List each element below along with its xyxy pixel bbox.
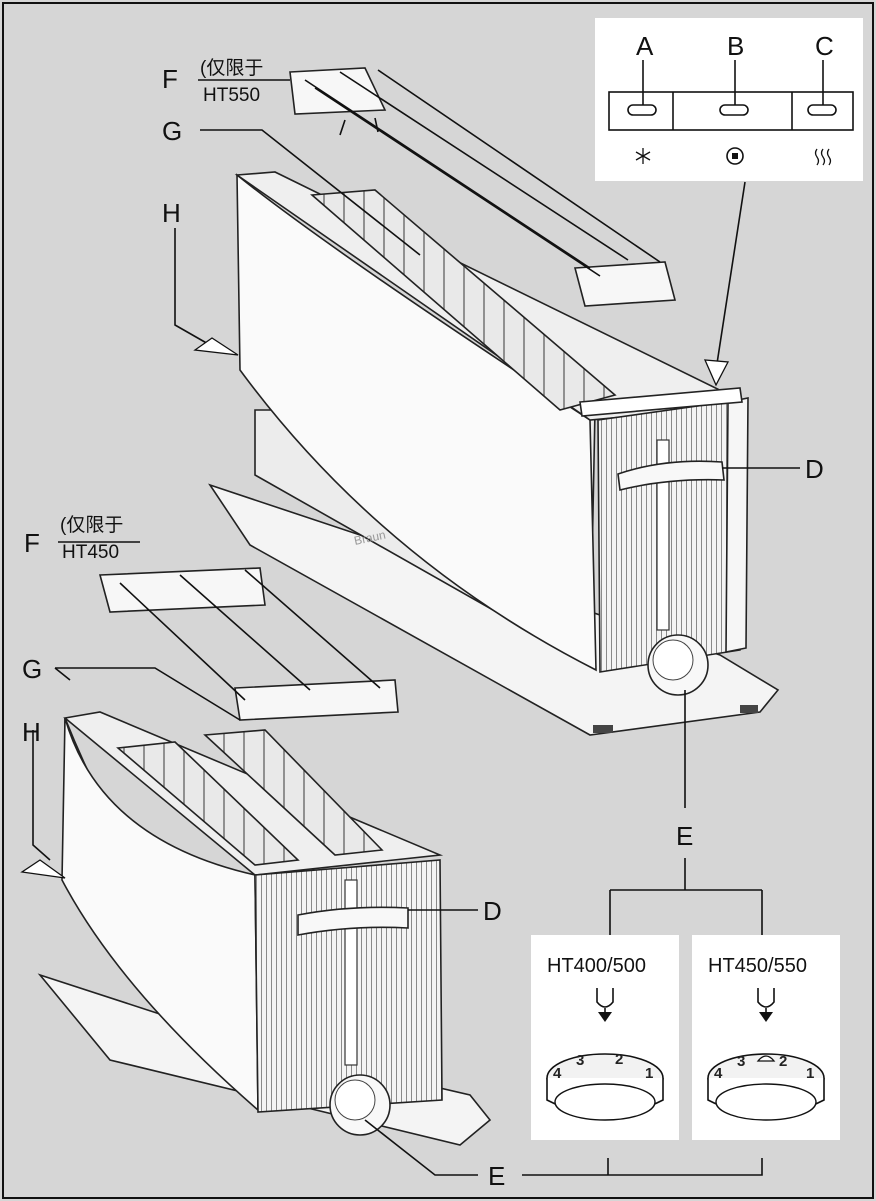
label-a: A	[636, 31, 654, 61]
triangle-pointer-icon	[193, 337, 239, 356]
leader-lines	[20, 79, 800, 1176]
dial-right-n1: 1	[806, 1065, 814, 1082]
triangle-pointer-icon	[20, 859, 66, 879]
label-g-bottom: G	[22, 654, 42, 684]
f-top-note-line1: (仅限于	[200, 57, 263, 79]
dial-right-n2: 2	[779, 1053, 787, 1070]
label-d-top: D	[805, 454, 824, 484]
arrow-down-icon	[759, 1012, 773, 1022]
label-h-top: H	[162, 198, 181, 228]
label-g-top: G	[162, 116, 182, 146]
label-f-bottom: F	[24, 528, 40, 558]
dial-left-n3: 3	[576, 1052, 584, 1069]
defrost-button	[627, 104, 657, 116]
two-slot-toaster	[37, 711, 492, 1146]
snowflake-icon	[635, 148, 651, 164]
control-panel-inset	[595, 18, 863, 181]
dial-left-n4: 4	[553, 1065, 562, 1082]
dial-right-n3: 3	[737, 1053, 745, 1070]
dial-model-left: HT400/500	[547, 955, 646, 977]
stop-icon	[726, 147, 744, 165]
reheat-button	[807, 104, 837, 116]
bun-warmer-rack-bottom	[98, 567, 399, 721]
dial-left-n1: 1	[645, 1065, 653, 1082]
bun-warmer-rack-top	[289, 67, 677, 307]
long-slot-toaster	[208, 171, 780, 736]
bun-icon	[756, 1055, 776, 1062]
dial-left-n2: 2	[615, 1051, 623, 1068]
label-e-mid: E	[676, 821, 693, 851]
dial-right-n4: 4	[714, 1065, 723, 1082]
arrow-down-icon	[598, 1012, 612, 1022]
f-bottom-note-line2: HT450	[62, 542, 119, 563]
dial-inset-right	[692, 935, 840, 1140]
dial-inset-left	[531, 935, 679, 1140]
f-bottom-note-line1: (仅限于	[60, 514, 123, 536]
brand-mark: Braun	[353, 528, 387, 548]
label-e-bottom: E	[488, 1161, 505, 1191]
label-d-bottom: D	[483, 896, 502, 926]
label-b: B	[727, 31, 744, 61]
label-f-top: F	[162, 64, 178, 94]
label-c: C	[815, 31, 834, 61]
heat-waves-icon	[814, 148, 832, 166]
stop-button	[719, 104, 749, 116]
label-h-bottom: H	[22, 717, 41, 747]
triangle-pointer-icon	[703, 359, 730, 387]
f-top-note-line2: HT550	[203, 85, 260, 106]
dial-model-right: HT450/550	[708, 955, 807, 977]
